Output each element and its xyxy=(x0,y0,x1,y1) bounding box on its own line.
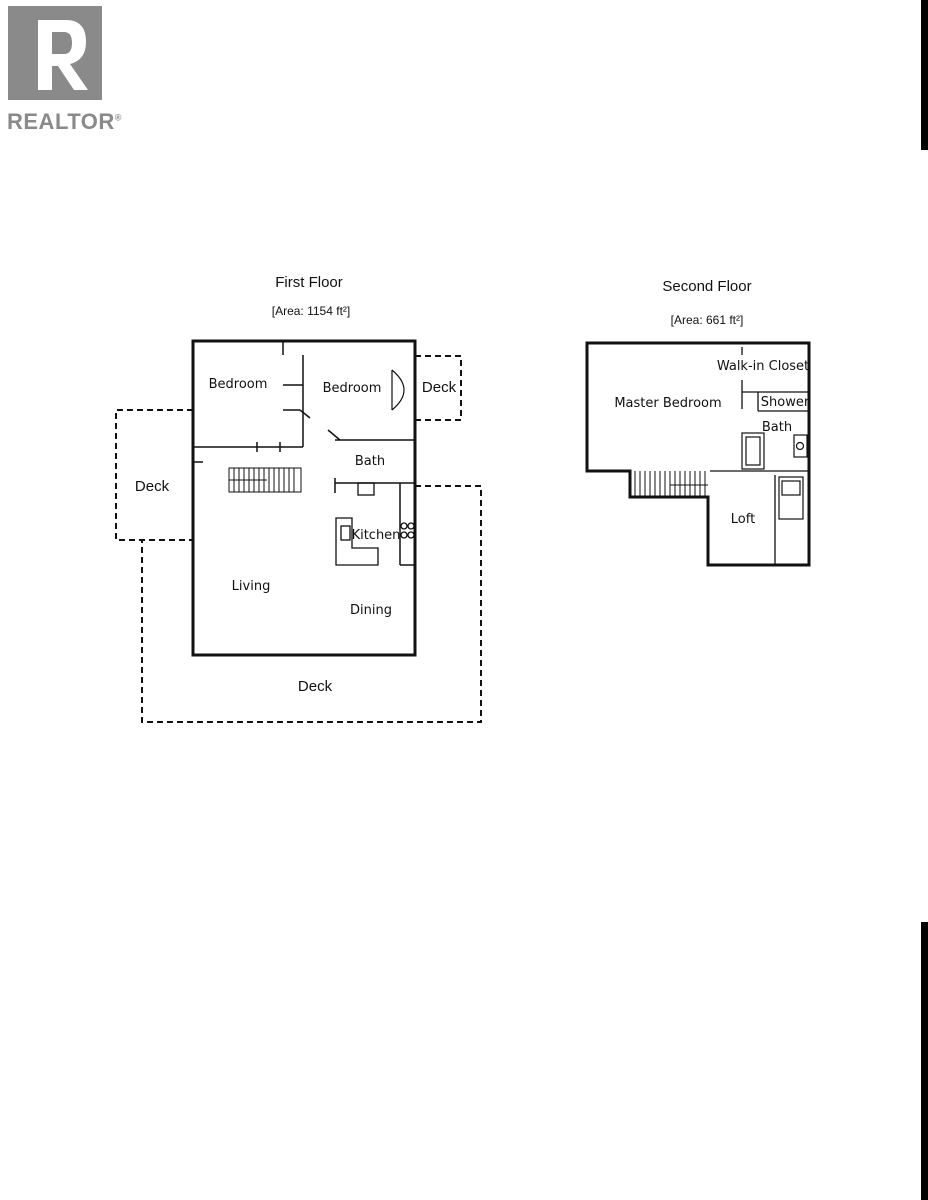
second-floor-plan: Second Floor [Area: 661 ft²] xyxy=(585,278,811,567)
kitchen-counter-icon xyxy=(335,482,415,566)
first-floor-stairs-icon xyxy=(228,467,302,493)
realtor-logo: REALTOR® xyxy=(4,6,121,134)
second-floor-area: [Area: 661 ft²] xyxy=(671,313,744,327)
closet-door-icon xyxy=(391,369,405,411)
room-label-deck-bottom: Deck xyxy=(298,678,333,695)
room-label-kitchen: Kitchen xyxy=(352,528,401,543)
room-label-bedroom-1: Bedroom xyxy=(209,377,268,392)
room-label-deck-left: Deck xyxy=(135,478,170,495)
first-floor-title: First Floor xyxy=(275,274,343,291)
room-label-bedroom-2: Bedroom xyxy=(323,381,382,396)
deck-left-outline xyxy=(115,409,193,541)
realtor-r-icon xyxy=(8,6,102,100)
room-label-deck-top-right: Deck xyxy=(422,379,457,396)
room-label-dining: Dining xyxy=(350,603,392,618)
washer-dryer-icon xyxy=(778,476,804,520)
bathtub-icon xyxy=(741,432,765,470)
second-floor-interior-walls xyxy=(710,347,809,565)
second-floor-stairs-icon xyxy=(634,471,708,497)
room-label-bath-2: Bath xyxy=(762,420,792,435)
first-floor-exterior-wall xyxy=(191,339,417,657)
first-floor-interior-walls xyxy=(193,341,415,566)
sink-icon xyxy=(793,434,808,458)
room-label-bath: Bath xyxy=(355,454,385,469)
room-label-master-bedroom: Master Bedroom xyxy=(614,396,721,411)
realtor-wordmark: REALTOR® xyxy=(7,109,122,134)
first-floor-area: [Area: 1154 ft²] xyxy=(272,304,351,318)
deck-bottom-outline xyxy=(141,485,482,723)
room-label-loft: Loft xyxy=(731,512,755,527)
first-floor-plan: First Floor [Area: 1154 ft²] xyxy=(115,274,482,723)
scan-edge-top xyxy=(921,0,928,150)
second-floor-exterior-wall xyxy=(585,341,811,567)
second-floor-title: Second Floor xyxy=(662,278,751,295)
room-label-shower: Shower xyxy=(761,395,810,410)
scan-edge-bottom xyxy=(921,922,928,1200)
deck-top-right-outline xyxy=(415,355,462,421)
room-label-walk-in-closet: Walk-in Closet xyxy=(717,359,809,374)
room-label-living: Living xyxy=(232,579,271,594)
